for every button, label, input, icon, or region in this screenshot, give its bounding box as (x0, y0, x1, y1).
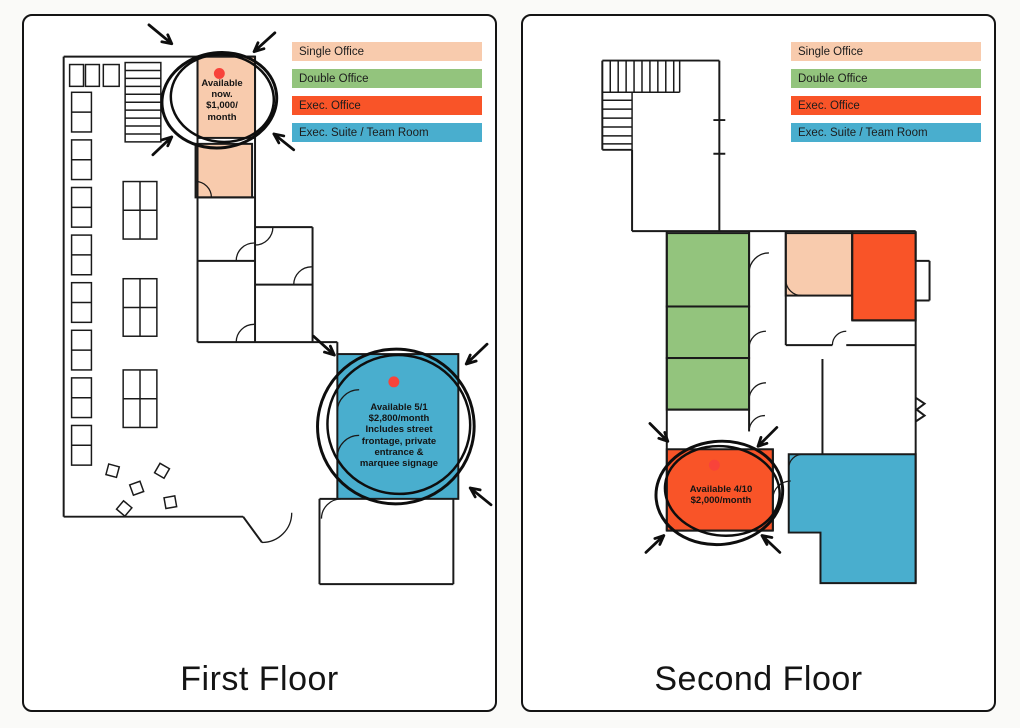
single-office-room (784, 232, 854, 297)
second-floor-panel: Single Office Double Office Exec. Office… (521, 14, 996, 712)
marker-dot-exec-suite (388, 376, 400, 388)
legend-label: Exec. Office (299, 99, 361, 112)
note-exec-office: Available 4/10 $2,000/month (689, 484, 753, 507)
arrow-icon (648, 422, 670, 443)
arrow-icon (468, 486, 493, 507)
marker-dot-exec-office (708, 459, 720, 471)
legend-label: Single Office (798, 45, 863, 58)
desk-rows (70, 91, 93, 466)
legend-label: Exec. Office (798, 99, 860, 112)
legend: Single Office Double Office Exec. Office… (791, 42, 981, 150)
chairs (105, 462, 178, 518)
double-office-room-b (665, 305, 751, 360)
arrow-icon (151, 135, 174, 157)
legend-item-exec-office: Exec. Office (292, 96, 482, 115)
legend-item-exec-office: Exec. Office (791, 96, 981, 115)
annotation-circle-exec-office (654, 439, 785, 547)
stairs (124, 61, 162, 143)
arrow-icon (756, 426, 779, 448)
legend-label: Double Office (798, 72, 868, 85)
legend-item-single-office: Single Office (791, 42, 981, 61)
second-floor-rooms (665, 232, 917, 585)
note-exec-suite: Available 5/1 $2,800/month Includes stre… (359, 402, 439, 470)
first-floor-plan (62, 23, 493, 586)
first-floor-panel: Single Office Double Office Exec. Office… (22, 14, 497, 712)
legend-label: Exec. Suite / Team Room (299, 126, 429, 139)
closet-box (68, 63, 85, 88)
legend: Single Office Double Office Exec. Office… (292, 42, 482, 150)
annotation-arrows (147, 23, 493, 507)
second-floor-title: Second Floor (654, 660, 863, 698)
arrow-icon (252, 31, 277, 54)
legend-label: Double Office (299, 72, 369, 85)
floorplan-walls (62, 55, 455, 586)
exec-suite-room (787, 453, 917, 585)
legend-label: Exec. Suite / Team Room (798, 126, 928, 139)
floorplan-walls (601, 59, 931, 584)
annotation-arrows (644, 422, 782, 554)
exec-office-room-top (851, 232, 917, 322)
legend-item-single-office: Single Office (292, 42, 482, 61)
arrow-icon (312, 334, 336, 357)
legend-item-exec-suite: Exec. Suite / Team Room (292, 123, 482, 142)
closet-box (102, 63, 120, 88)
arrow-icon (760, 534, 782, 554)
legend-item-double-office: Double Office (292, 69, 482, 88)
first-floor-title: First Floor (180, 660, 339, 698)
arrow-icon (272, 132, 296, 152)
double-office-room-c (665, 357, 751, 411)
stairs-and-furniture (68, 61, 178, 518)
note-single-office: Available now. $1,000/ month (201, 78, 243, 123)
door-arcs (195, 180, 360, 544)
desk-clusters (122, 180, 158, 429)
annotation-circle-single-office (160, 50, 279, 150)
single-office-room-b (194, 142, 254, 199)
legend-item-exec-suite: Exec. Suite / Team Room (791, 123, 981, 142)
arrow-icon (644, 534, 666, 554)
stairs (602, 60, 681, 150)
double-office-room-a (665, 232, 751, 308)
arrow-icon (464, 342, 489, 366)
arrow-icon (147, 23, 174, 46)
legend-label: Single Office (299, 45, 364, 58)
second-floor-plan (601, 59, 931, 585)
closet-box (84, 63, 101, 88)
annotation-circle-exec-suite (316, 347, 476, 506)
exec-office-room-bottom (665, 448, 774, 532)
marker-dot-single-office (213, 68, 225, 79)
legend-item-double-office: Double Office (791, 69, 981, 88)
